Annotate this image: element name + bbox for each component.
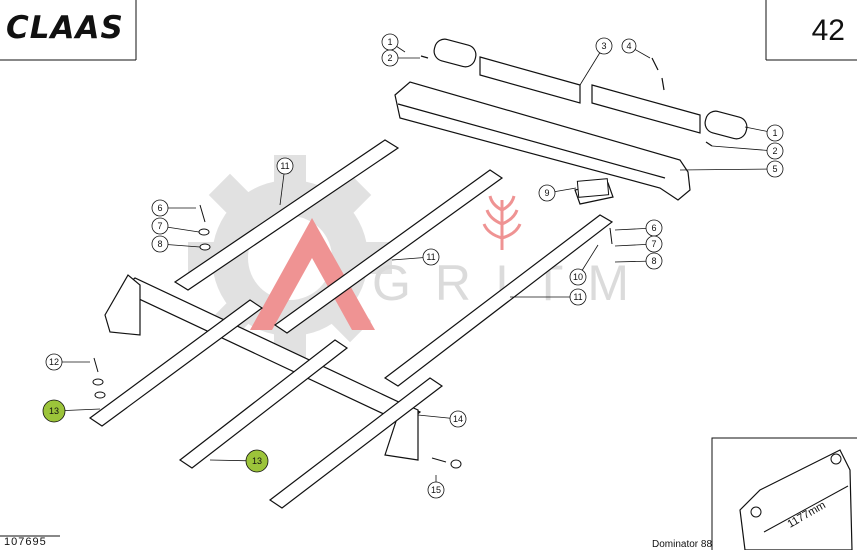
callout-number: 11 — [573, 292, 582, 302]
watermark-wheat-icon — [482, 195, 522, 250]
callout-bubble — [422, 248, 440, 266]
callout-bubble — [151, 235, 169, 253]
callout-number: 6 — [651, 223, 656, 233]
callout-number: 8 — [157, 239, 162, 249]
callout-number: 9 — [544, 188, 549, 198]
callout-bubble — [569, 288, 587, 306]
callout-bubble — [245, 449, 269, 473]
doc-number: 107695 — [4, 536, 47, 548]
callout-number: 13 — [49, 406, 59, 416]
callout-bubble — [538, 184, 556, 202]
callout-number: 7 — [651, 239, 656, 249]
callout-number: 10 — [573, 272, 583, 282]
header-frame — [0, 0, 857, 537]
callout-number: 5 — [772, 164, 777, 174]
callout-bubble — [766, 160, 784, 178]
callout-number: 2 — [387, 53, 392, 63]
callout-bubble — [645, 235, 663, 253]
callout-bubble — [645, 252, 663, 270]
upper-crossbar-assembly — [394, 38, 748, 201]
watermark-a-icon — [250, 218, 375, 330]
callout-number: 12 — [49, 357, 59, 367]
hardware — [92, 178, 613, 469]
callout-bubble — [151, 217, 169, 235]
perforated-bars — [173, 139, 614, 387]
callout-bubble — [449, 410, 467, 428]
page-number: 42 — [811, 14, 845, 47]
callout-number: 3 — [601, 41, 606, 51]
callout-number: 7 — [157, 221, 162, 231]
callout-bubble — [42, 399, 66, 423]
callout-bubble — [595, 37, 613, 55]
callout-number: 1 — [387, 37, 392, 47]
callout-bubble — [621, 38, 637, 54]
callout-bubble — [427, 481, 445, 499]
callout-number: 4 — [626, 41, 631, 51]
callout-number: 6 — [157, 203, 162, 213]
callout-bubble — [766, 142, 784, 160]
callout-leader — [711, 145, 776, 152]
detail-inset: 1177mm — [711, 437, 857, 550]
callout-bubble — [766, 124, 784, 142]
callout-leader — [679, 168, 776, 171]
callout-number: 13 — [252, 456, 262, 466]
callout-bubble — [151, 199, 169, 217]
lower-frame — [88, 274, 444, 509]
callout-number: 8 — [651, 256, 656, 266]
callout-bubble — [569, 268, 587, 286]
callout-number: 15 — [431, 485, 441, 495]
callout-number: 1 — [772, 128, 777, 138]
callout-number: 2 — [772, 146, 777, 156]
callout-number: 11 — [426, 252, 435, 262]
callout-bubble — [381, 49, 399, 67]
callout-bubble — [45, 353, 63, 371]
callout-bubble — [276, 157, 294, 175]
callout-number: 11 — [280, 161, 289, 171]
callout-number: 14 — [453, 414, 463, 424]
model-name: Dominator 88 — [652, 539, 713, 550]
brand-logo: CLAAS — [6, 10, 124, 46]
